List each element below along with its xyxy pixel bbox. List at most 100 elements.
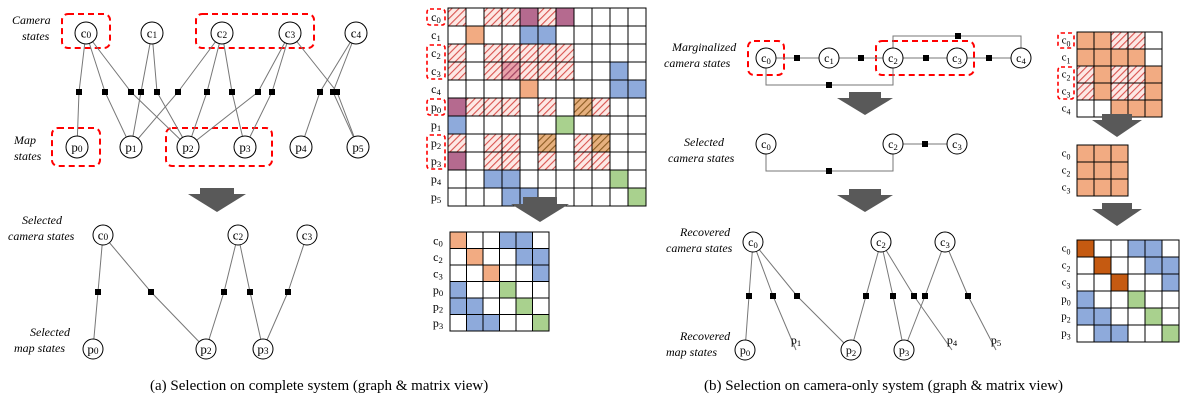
caption-b: (b) Selection on camera-only system (gra… (704, 378, 1064, 394)
matrix-row-c0: c0 (1062, 31, 1163, 50)
matrix-cell (483, 61, 503, 81)
matrix-row-label: c2 (431, 46, 441, 61)
matrix-cell (555, 169, 575, 189)
matrix-row-c0: c0 (1062, 144, 1129, 163)
factor-node (911, 293, 917, 299)
matrix-cell (1076, 31, 1095, 50)
matrix-cell (1161, 239, 1180, 258)
matrix-cell (1110, 273, 1129, 292)
matrix-cell (465, 151, 485, 171)
matrix-cell (537, 79, 557, 99)
matrix-cell (1161, 256, 1180, 275)
graph-edge (289, 32, 359, 148)
node-label-p1: p1 (791, 333, 801, 348)
matrix-cell (447, 7, 467, 27)
svg-text:map states: map states (14, 341, 65, 355)
node-label-p0: p0 (87, 342, 99, 358)
node-label-p3: p3 (257, 342, 269, 358)
matrix-row-p3: p3 (1061, 324, 1180, 343)
matrix-cell (1093, 178, 1112, 197)
matrix-cell (519, 115, 539, 135)
matrix-cell (1093, 273, 1112, 292)
matrix-cell (591, 169, 611, 189)
state-node-p0: p0 (65, 135, 89, 159)
matrix-cell (501, 25, 521, 45)
node-label-c3: c3 (952, 51, 962, 66)
node-label-p1: p1 (125, 140, 137, 156)
selected-camera-states-label: Selected camera states (668, 135, 735, 165)
camera-states-label: Camera states (12, 13, 51, 43)
state-node-c0: c0 (755, 47, 777, 69)
node-label-p0: p0 (71, 140, 83, 156)
matrix-cell (532, 297, 550, 315)
state-node-c2: c2 (882, 47, 904, 69)
matrix-cell (573, 43, 593, 63)
node-label-c0: c0 (81, 26, 92, 42)
matrix-cell (501, 115, 521, 135)
matrix-cell (499, 248, 517, 266)
matrix-cell (449, 281, 467, 299)
matrix-row-c3: c3 (1062, 273, 1180, 292)
matrix-row-p3: p3 (433, 314, 550, 332)
matrix-cell (1093, 161, 1112, 180)
matrix-cell (519, 25, 539, 45)
matrix-cell (483, 187, 503, 207)
factor-node (794, 293, 800, 299)
node-label-p5: p5 (991, 333, 1001, 348)
factor-node (330, 89, 336, 95)
matrix-row-c1: c1 (1062, 48, 1163, 67)
state-node-p1: p1 (119, 135, 143, 159)
matrix-row-p3: p3 (431, 151, 647, 171)
matrix-cell (466, 297, 484, 315)
down-arrow (188, 188, 246, 212)
node-label-c2: c2 (217, 26, 228, 42)
matrix-cell (515, 297, 533, 315)
matrix-row-label: p1 (431, 118, 441, 133)
state-node-c1: c1 (140, 21, 164, 45)
matrix-cell (465, 79, 485, 99)
matrix-cell (501, 79, 521, 99)
matrix-cell (1076, 324, 1095, 343)
matrix-cell (1093, 256, 1112, 275)
matrix-cell (483, 169, 503, 189)
matrix-cell (465, 187, 485, 207)
factor-node (204, 89, 210, 95)
matrix-row-label: p3 (433, 316, 443, 331)
matrix-row-label: p2 (431, 136, 441, 151)
graph-edge (85, 32, 189, 148)
node-label-c2: c2 (888, 51, 898, 66)
factor-node (255, 89, 261, 95)
state-node-c0: c0 (92, 224, 114, 246)
state-node-p4: p4 (289, 135, 313, 159)
matrix-cell (1110, 31, 1129, 50)
svg-text:states: states (22, 29, 50, 43)
matrix-cell (483, 97, 503, 117)
matrix-cell (482, 264, 500, 282)
matrix-cell (1161, 290, 1180, 309)
factor-node (863, 293, 869, 299)
matrix-row-label: c2 (1062, 165, 1071, 179)
down-arrow (837, 189, 893, 212)
matrix-cell (483, 7, 503, 27)
matrix-row-label: c1 (1062, 52, 1071, 66)
matrix-cell (532, 248, 550, 266)
matrix-cell (537, 7, 557, 27)
matrix-cell (627, 7, 647, 27)
matrix-cell (1161, 324, 1180, 343)
factor-node (794, 55, 800, 61)
matrix-cell (1110, 290, 1129, 309)
factor-node (247, 289, 253, 295)
node-label-p5: p5 (352, 140, 364, 156)
matrix-row-c0: c0 (433, 231, 550, 249)
matrix-cell (449, 314, 467, 332)
matrix-cell (1076, 239, 1095, 258)
matrix-cell (555, 43, 575, 63)
matrix-cell (1076, 82, 1095, 101)
matrix-row-label: c2 (1062, 260, 1071, 274)
matrix-cell (1161, 307, 1180, 326)
